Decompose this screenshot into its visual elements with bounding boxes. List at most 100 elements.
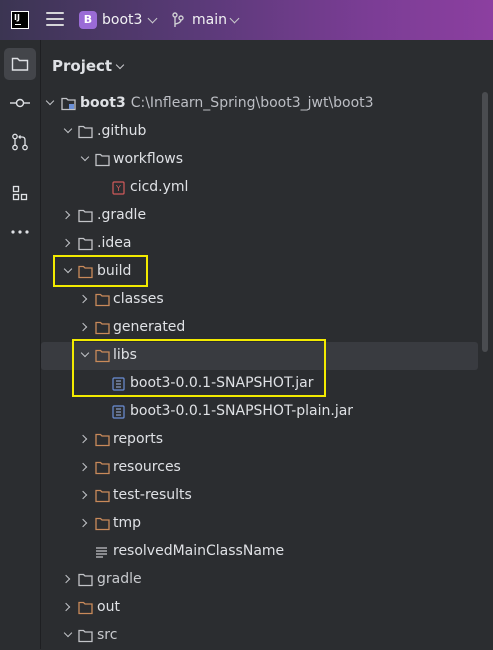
tree-label: build <box>97 263 132 279</box>
excluded-folder-icon <box>95 293 110 307</box>
tree-label: libs <box>113 347 137 363</box>
collapse-arrow-icon[interactable] <box>61 210 71 220</box>
tree-label: .gradle <box>97 207 147 223</box>
tree-row[interactable]: test-results <box>41 482 478 510</box>
tree-row[interactable]: tmp <box>41 510 478 538</box>
title-bar: IJ B boot3 main <box>0 0 493 40</box>
excluded-folder-icon <box>95 461 110 475</box>
project-tool-button[interactable] <box>4 48 36 80</box>
collapse-arrow-icon[interactable] <box>61 602 71 612</box>
expand-arrow-icon[interactable] <box>45 96 55 106</box>
excluded-folder-icon <box>95 517 110 531</box>
tree-label: boot3-0.0.1-SNAPSHOT.jar <box>130 375 314 391</box>
project-panel-title[interactable]: Project <box>52 57 113 75</box>
yaml-file-icon: Y <box>112 181 125 195</box>
expand-arrow-icon[interactable] <box>80 348 90 358</box>
tree-row[interactable]: boot3-0.0.1-SNAPSHOT-plain.jar <box>41 398 478 426</box>
tree-row[interactable]: gradle <box>41 566 478 594</box>
folder-icon <box>11 57 29 71</box>
tree-row-selected[interactable]: libs <box>41 342 478 370</box>
tree-row[interactable]: workflows <box>41 146 478 174</box>
excluded-folder-icon <box>78 601 93 615</box>
jar-file-icon <box>112 405 125 419</box>
project-name[interactable]: boot3 <box>102 12 143 28</box>
folder-icon <box>78 209 93 223</box>
tree-label: .idea <box>97 235 132 251</box>
commit-icon <box>10 98 30 108</box>
tree-row[interactable]: src <box>41 622 478 650</box>
chevron-down-icon[interactable] <box>147 13 158 24</box>
tree-row[interactable]: out <box>41 594 478 622</box>
excluded-folder-icon <box>95 321 110 335</box>
excluded-folder-icon <box>95 349 110 363</box>
jar-file-icon <box>112 377 125 391</box>
tree-label: out <box>97 599 120 615</box>
folder-icon <box>78 125 93 139</box>
tree-row[interactable]: .github <box>41 118 478 146</box>
excluded-folder-icon <box>78 265 93 279</box>
tree-label: gradle <box>97 571 142 587</box>
tree-label: resources <box>113 459 181 475</box>
expand-arrow-icon[interactable] <box>63 124 73 134</box>
expand-arrow-icon[interactable] <box>80 152 90 162</box>
git-branch-icon[interactable] <box>171 11 185 29</box>
collapse-arrow-icon[interactable] <box>61 574 71 584</box>
tree-row[interactable]: resolvedMainClassName <box>41 538 478 566</box>
pull-requests-tool-button[interactable] <box>4 126 36 158</box>
logo-text: IJ <box>14 13 20 22</box>
pull-request-icon <box>12 133 28 151</box>
more-icon <box>11 230 29 234</box>
main-menu-icon[interactable] <box>46 12 64 28</box>
folder-icon <box>78 573 93 587</box>
folder-icon <box>78 629 93 643</box>
structure-tool-button[interactable] <box>4 177 36 209</box>
chevron-down-icon[interactable] <box>229 13 240 24</box>
tree-label: boot3-0.0.1-SNAPSHOT-plain.jar <box>130 403 354 419</box>
tree-row[interactable]: boot3-0.0.1-SNAPSHOT.jar <box>41 370 478 398</box>
collapse-arrow-icon[interactable] <box>61 238 71 248</box>
collapse-arrow-icon[interactable] <box>78 462 88 472</box>
tree-label: src <box>97 627 118 643</box>
tree-label: workflows <box>113 151 184 167</box>
expand-arrow-icon[interactable] <box>63 628 73 638</box>
tree-label: generated <box>113 319 186 335</box>
branch-name[interactable]: main <box>192 12 227 28</box>
tree-row[interactable]: .gradle <box>41 202 478 230</box>
tree-label: classes <box>113 291 164 307</box>
tree-row[interactable]: .idea <box>41 230 478 258</box>
excluded-folder-icon <box>95 433 110 447</box>
text-file-icon <box>96 547 107 558</box>
tree-row[interactable]: Y cicd.yml <box>41 174 478 202</box>
collapse-arrow-icon[interactable] <box>78 490 88 500</box>
tree-label: reports <box>113 431 164 447</box>
collapse-arrow-icon[interactable] <box>78 322 88 332</box>
tree-label: .github <box>97 123 147 139</box>
tree-row[interactable]: classes <box>41 286 478 314</box>
tree-row[interactable]: reports <box>41 426 478 454</box>
commit-tool-button[interactable] <box>4 87 36 119</box>
collapse-arrow-icon[interactable] <box>78 518 88 528</box>
tree-label: test-results <box>113 487 192 503</box>
structure-icon <box>12 185 28 201</box>
tree-label: tmp <box>113 515 142 531</box>
more-tools-button[interactable] <box>4 216 36 248</box>
tree-row[interactable]: generated <box>41 314 478 342</box>
intellij-logo-icon[interactable]: IJ <box>11 11 29 29</box>
tree-label: cicd.yml <box>130 179 189 195</box>
project-badge[interactable]: B <box>79 11 97 29</box>
chevron-down-icon[interactable] <box>115 60 125 70</box>
folder-icon <box>95 153 110 167</box>
svg-text:Y: Y <box>115 184 121 193</box>
tree-scrollbar[interactable] <box>482 92 488 352</box>
module-folder-icon <box>61 97 76 111</box>
tree-row[interactable]: build <box>41 258 478 286</box>
collapse-arrow-icon[interactable] <box>78 434 88 444</box>
tree-row[interactable]: resources <box>41 454 478 482</box>
tool-window-strip <box>0 40 41 649</box>
excluded-folder-icon <box>95 489 110 503</box>
expand-arrow-icon[interactable] <box>63 264 73 274</box>
folder-icon <box>78 237 93 251</box>
collapse-arrow-icon[interactable] <box>78 294 88 304</box>
